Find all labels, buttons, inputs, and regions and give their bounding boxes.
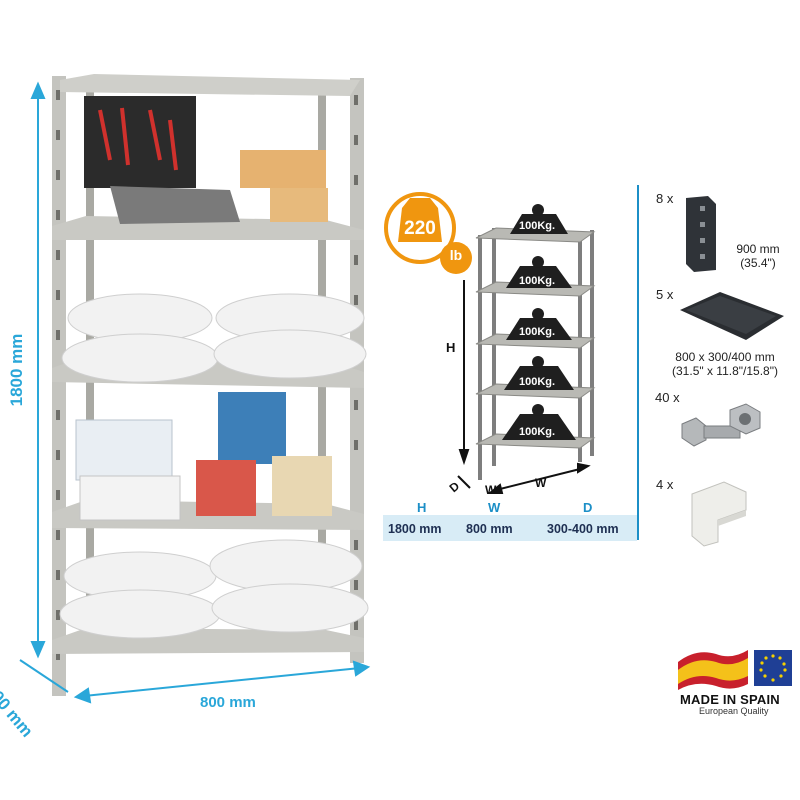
- shelf-load-label-4: 100Kg.: [519, 376, 556, 388]
- spec-header-width: W: [488, 500, 501, 515]
- width-dimension-label: 800 mm: [200, 694, 256, 711]
- spec-header-depth: D: [583, 500, 593, 515]
- axis-label-w-front: W: [485, 483, 497, 497]
- shelf-panel-icon: [680, 292, 784, 340]
- part-caption-shelves: 800 x 300/400 mm (31.5" x 11.8"/15.8"): [672, 350, 778, 378]
- capacity-unit: lb: [449, 247, 463, 263]
- spec-value-depth: 300-400 mm: [547, 522, 619, 536]
- shelving-unit-illustration: [52, 74, 369, 696]
- load-capacity-diagram: [384, 192, 596, 494]
- spec-header-height: H: [417, 500, 427, 515]
- spec-value-width: 800 mm: [466, 522, 513, 536]
- panel-divider: [637, 185, 639, 540]
- axis-label-h: H: [446, 340, 456, 355]
- plastic-foot-icon: [691, 481, 747, 547]
- made-in-spain-flags-icon: [678, 650, 792, 690]
- axis-label-w-side: W: [535, 476, 547, 490]
- part-qty-feet: 4 x: [656, 477, 674, 492]
- european-quality-text: European Quality: [699, 706, 769, 716]
- upright-post-icon: [686, 196, 716, 272]
- part-qty-bolts: 40 x: [655, 390, 680, 405]
- height-dimension-label: 1800 mm: [7, 333, 26, 407]
- spec-values-bar: [383, 515, 637, 541]
- shelf-load-label-3: 100Kg.: [519, 326, 556, 338]
- made-in-spain-text: MADE IN SPAIN: [680, 692, 780, 707]
- part-caption-uprights: 900 mm (35.4"): [736, 242, 780, 270]
- shelf-load-label-5: 100Kg.: [519, 426, 556, 438]
- capacity-value: 220: [404, 218, 436, 239]
- part-qty-uprights: 8 x: [656, 191, 674, 206]
- spec-value-height: 1800 mm: [388, 522, 442, 536]
- shelf-load-label-2: 100Kg.: [519, 275, 556, 287]
- part-qty-shelves: 5 x: [656, 287, 674, 302]
- shelf-load-label-1: 100Kg.: [519, 220, 556, 232]
- main-dimension-lines: [19, 81, 371, 704]
- bolt-and-nut-icon: [681, 403, 761, 447]
